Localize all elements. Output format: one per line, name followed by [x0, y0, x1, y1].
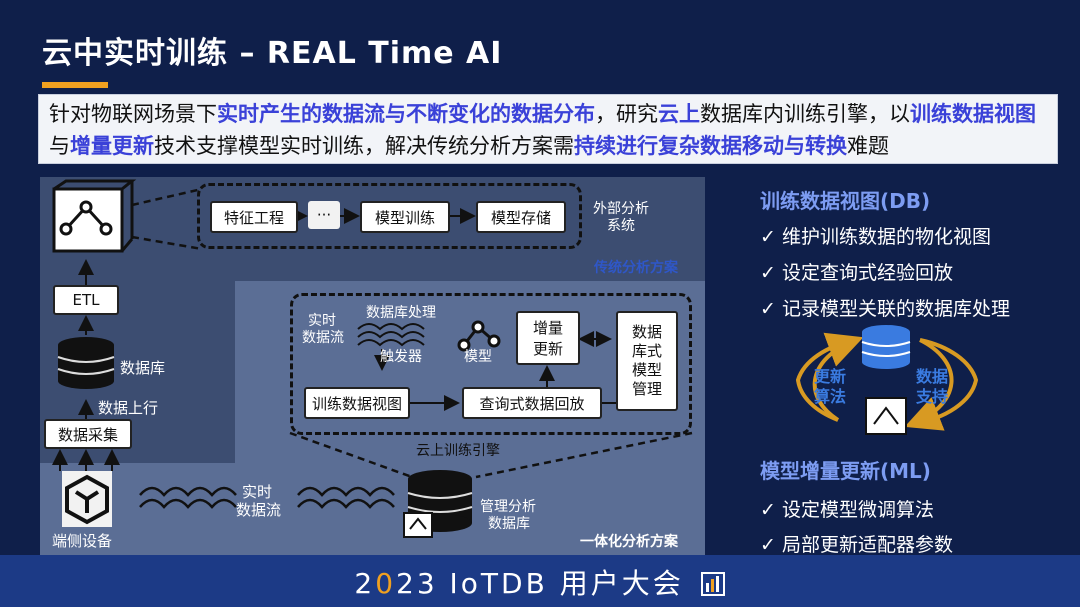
- feature-panel: 训练数据视图(DB) ✓ 维护训练数据的物化视图 ✓ 设定查询式经验回放 ✓ 记…: [740, 175, 1070, 565]
- section-heading-ml: 模型增量更新(ML): [760, 459, 931, 483]
- banner-highlight: 实时产生的数据流与不断变化的数据分布: [217, 102, 595, 126]
- db-process-label: 数据库处理: [366, 305, 436, 321]
- external-system-label: 外部分析 系统: [593, 201, 649, 234]
- query-replay-box: 查询式数据回放: [462, 387, 602, 419]
- title-underline: [42, 82, 108, 88]
- bullet-item: ✓ 设定模型微调算法: [760, 499, 934, 521]
- check-icon: ✓: [760, 226, 776, 248]
- bullet-item: ✓ 设定查询式经验回放: [760, 262, 953, 284]
- model-training-box: 模型训练: [360, 201, 450, 233]
- realtime-stream-label: 实时 数据流: [236, 483, 282, 519]
- integrated-scheme-label: 一体化分析方案: [580, 534, 678, 550]
- check-icon: ✓: [760, 499, 776, 521]
- incremental-update-box: 增量更新: [516, 311, 580, 365]
- bullet-item: ✓ 记录模型关联的数据库处理: [760, 298, 1010, 320]
- banner-text: 针对物联网场景下: [49, 102, 217, 126]
- page-title: 云中实时训练 – REAL Time AI: [42, 36, 503, 71]
- data-upload-label: 数据上行: [98, 399, 159, 417]
- etl-box: ETL: [53, 285, 119, 315]
- external-system-frame: [197, 183, 582, 249]
- cloud-engine-label: 云上训练引擎: [416, 443, 500, 459]
- database-icon: [57, 337, 115, 389]
- bullet-item: ✓ 局部更新适配器参数: [760, 534, 953, 556]
- db-model-management-box: 数据库式 模型管理: [616, 311, 678, 411]
- mgmt-db-label: 管理分析 数据库: [480, 499, 536, 532]
- traditional-scheme-label: 传统分析方案: [594, 260, 678, 276]
- edge-device-label: 端侧设备: [52, 532, 113, 550]
- banner-text: 技术支撑模型实时训练，解决传统分析方案需: [154, 134, 574, 158]
- cycle-model-icon: [865, 397, 907, 435]
- bullet-item: ✓ 维护训练数据的物化视图: [760, 226, 991, 248]
- cycle-diagram: [795, 325, 979, 435]
- diagram-lines: [52, 179, 693, 538]
- cube-model-icon: [52, 179, 137, 253]
- model-label: 模型: [464, 349, 492, 365]
- footer-bar: [0, 555, 1080, 607]
- cycle-data-support-label: 数据支持: [916, 367, 949, 406]
- database-label: 数据库: [120, 359, 166, 377]
- trigger-label: 触发器: [380, 349, 422, 365]
- footer-title: 2023 IoTDB 用户大会: [0, 562, 1080, 602]
- data-collect-box: 数据采集: [44, 419, 132, 449]
- check-icon: ✓: [760, 534, 776, 556]
- banner-highlight: 持续进行复杂数据移动与转换: [574, 134, 847, 158]
- model-graph-icon: [457, 320, 501, 352]
- check-icon: ✓: [760, 298, 776, 320]
- training-view-box: 训练数据视图: [304, 387, 410, 419]
- banner-text: 与: [49, 134, 70, 158]
- section-heading-db: 训练数据视图(DB): [760, 189, 931, 213]
- cloud-engine-frame: [290, 293, 692, 435]
- feature-engineering-box: 特征工程: [210, 201, 298, 233]
- banner-text: ，研究: [595, 102, 658, 126]
- banner-highlight: 训练数据视图: [910, 102, 1036, 126]
- banner-text: 数据库内训练引擎，以: [700, 102, 910, 126]
- cycle-database-icon: [861, 325, 911, 369]
- check-icon: ✓: [760, 262, 776, 284]
- model-storage-box: 模型存储: [476, 201, 566, 233]
- cloud-database-icon: [403, 470, 473, 538]
- ellipsis-box: ···: [308, 201, 340, 229]
- banner-text: 难题: [847, 134, 889, 158]
- edge-device-icon: [62, 471, 112, 527]
- summary-banner: 针对物联网场景下实时产生的数据流与不断变化的数据分布，研究云上数据库内训练引擎，…: [38, 94, 1058, 164]
- realtime-stream-inner-label: 实时 数据流: [302, 313, 344, 346]
- architecture-diagram: 特征工程 ··· 模型训练 模型存储 外部分析 系统 传统分析方案 ETL 数据…: [40, 177, 705, 555]
- banner-highlight: 云上: [658, 102, 700, 126]
- banner-highlight: 增量更新: [70, 134, 154, 158]
- cycle-update-algorithm-label: 更新算法: [814, 367, 847, 406]
- iotdb-logo-icon: [700, 572, 725, 596]
